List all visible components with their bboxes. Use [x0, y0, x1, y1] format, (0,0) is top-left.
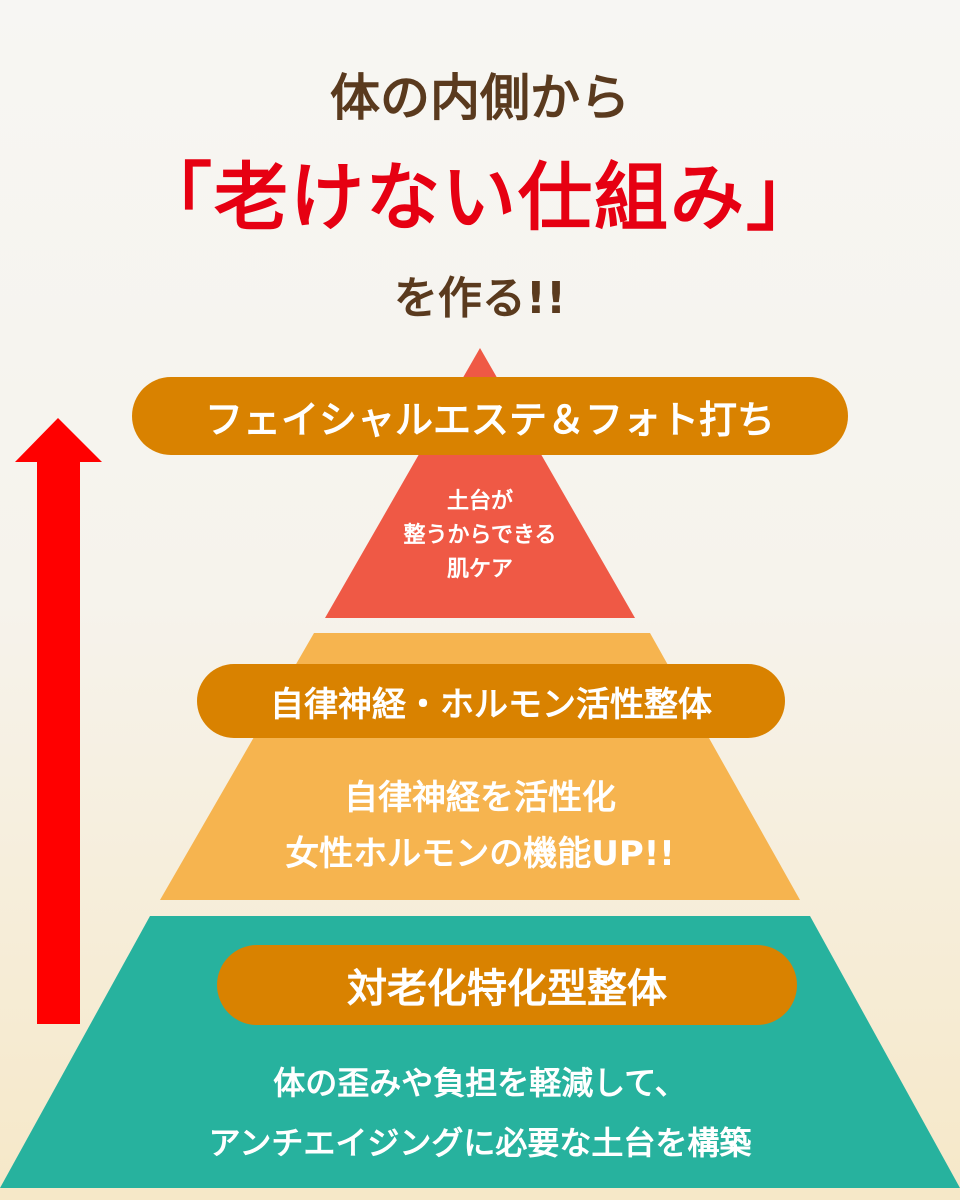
bottom-tier-label: 対老化特化型整体 [217, 945, 797, 1025]
middle-tier-description: 自律神経を活性化 女性ホルモンの機能UP!! [180, 770, 780, 882]
bottom-tier-line: アンチエイジングに必要な土台を構築 [208, 1124, 752, 1162]
up-arrow-icon [15, 418, 102, 1024]
top-tier-line: 肌ケア [446, 557, 513, 582]
top-tier-line: 整うからできる [403, 523, 557, 548]
bottom-tier-description: 体の歪みや負担を軽減して、 アンチエイジングに必要な土台を構築 [60, 1053, 900, 1173]
bottom-tier-line: 体の歪みや負担を軽減して、 [273, 1064, 687, 1102]
top-tier-description: 土台が 整うからできる 肌ケア [330, 485, 630, 587]
top-tier-line: 土台が [446, 489, 513, 514]
middle-tier-label: 自律神経・ホルモン活性整体 [197, 664, 785, 738]
heading-line-3: を作る!! [393, 273, 567, 324]
heading-line-1: 体の内側から [330, 69, 630, 127]
top-tier-label: フェイシャルエステ＆フォト打ち [132, 377, 848, 455]
middle-tier-line: 女性ホルモンの機能UP!! [285, 834, 675, 874]
pyramid-top-tier [325, 348, 635, 618]
middle-tier-line: 自律神経を活性化 [344, 778, 616, 818]
heading-line-2: 「老けない仕組み」 [138, 155, 822, 241]
